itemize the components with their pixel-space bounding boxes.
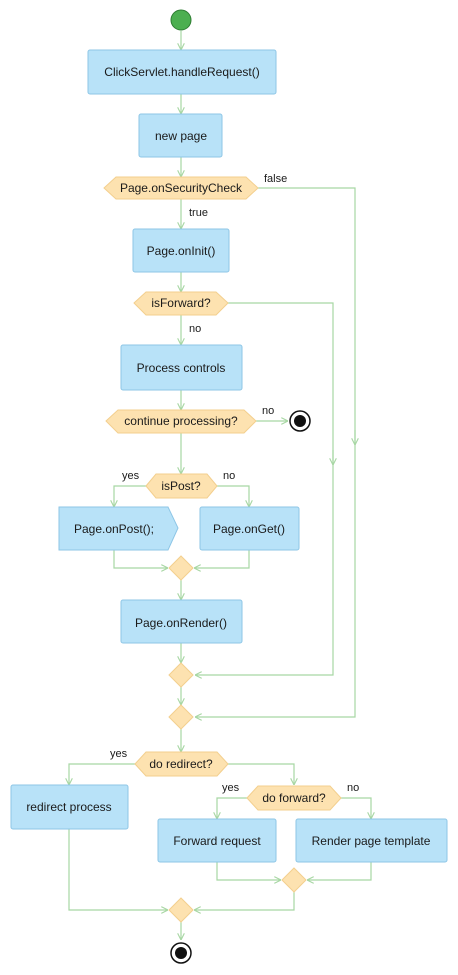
flow-onget-to-merge — [194, 550, 250, 568]
merge-diamond-post-get — [168, 555, 194, 581]
edge-label-post-no: no — [223, 470, 235, 482]
node-on-get-label: Page.onGet() — [213, 522, 285, 536]
node-handle-request: ClickServlet.handleRequest() — [87, 49, 277, 95]
node-process-controls: Process controls — [120, 344, 243, 391]
decision-do-forward: do forward? — [246, 785, 342, 811]
decision-continue-processing-label: continue processing? — [124, 414, 238, 428]
edge-label-redirect-yes: yes — [110, 748, 128, 760]
decision-do-redirect: do redirect? — [134, 751, 229, 777]
node-render-template-label: Render page template — [312, 834, 431, 848]
flow-template-to-merge — [307, 862, 372, 880]
end-node-final — [170, 942, 192, 964]
node-new-page-label: new page — [155, 129, 207, 143]
flow-onpost-to-merge — [113, 550, 168, 568]
edge-label-doforward-no: no — [347, 782, 359, 794]
flow-ispost-yes — [114, 485, 146, 507]
end-node-terminate — [289, 410, 311, 432]
flow-doforward-no — [341, 797, 371, 819]
node-process-controls-label: Process controls — [137, 361, 226, 375]
node-on-init: Page.onInit() — [132, 228, 230, 273]
decision-is-forward-label: isForward? — [151, 296, 211, 310]
flow-lines — [69, 31, 371, 940]
merge-diamond-final — [168, 897, 194, 923]
flow-security-false — [195, 187, 356, 717]
edge-label-security-true: true — [189, 207, 208, 219]
flow-redirect-no — [228, 763, 294, 785]
merge-diamond-render — [168, 662, 194, 688]
flow-merge-to-final-merge — [194, 892, 295, 910]
decision-do-redirect-label: do redirect? — [149, 757, 213, 771]
node-forward-request-label: Forward request — [173, 834, 261, 848]
node-redirect-process-label: redirect process — [26, 800, 111, 814]
flow-redirect-yes — [69, 763, 135, 785]
node-redirect-process: redirect process — [10, 784, 129, 830]
node-on-render-label: Page.onRender() — [135, 616, 227, 630]
decision-do-forward-label: do forward? — [262, 791, 326, 805]
node-on-post: Page.onPost(); — [58, 506, 179, 551]
merge-diamond-forward-template — [281, 867, 307, 893]
node-new-page: new page — [138, 113, 223, 158]
decision-is-post-label: isPost? — [161, 479, 201, 493]
node-on-get: Page.onGet() — [199, 506, 300, 551]
node-on-render: Page.onRender() — [120, 599, 243, 644]
flow-doforward-yes — [217, 797, 247, 819]
edge-label-forward-no: no — [189, 323, 201, 335]
edge-label-security-false: false — [264, 173, 287, 185]
node-on-init-label: Page.onInit() — [147, 244, 216, 258]
decision-is-forward: isForward? — [133, 291, 229, 316]
edge-label-continue-no: no — [262, 405, 274, 417]
decision-is-post: isPost? — [145, 473, 218, 499]
node-on-post-label: Page.onPost(); — [74, 522, 154, 536]
decision-security-check-label: Page.onSecurityCheck — [120, 181, 243, 195]
decision-continue-processing: continue processing? — [105, 409, 257, 434]
edge-label-post-yes: yes — [122, 470, 140, 482]
flow-ispost-no — [217, 485, 249, 507]
flow-forward-to-merge — [216, 862, 281, 880]
flow-redirect-to-final-merge — [68, 829, 168, 910]
node-forward-request: Forward request — [157, 818, 277, 863]
merge-diamond-security — [168, 704, 194, 730]
decision-security-check: Page.onSecurityCheck — [103, 176, 259, 200]
flow-isforward-yes — [195, 302, 334, 675]
node-handle-request-label: ClickServlet.handleRequest() — [104, 65, 259, 79]
node-render-template: Render page template — [295, 818, 448, 863]
edge-label-doforward-yes: yes — [222, 782, 240, 794]
start-node — [170, 9, 192, 31]
